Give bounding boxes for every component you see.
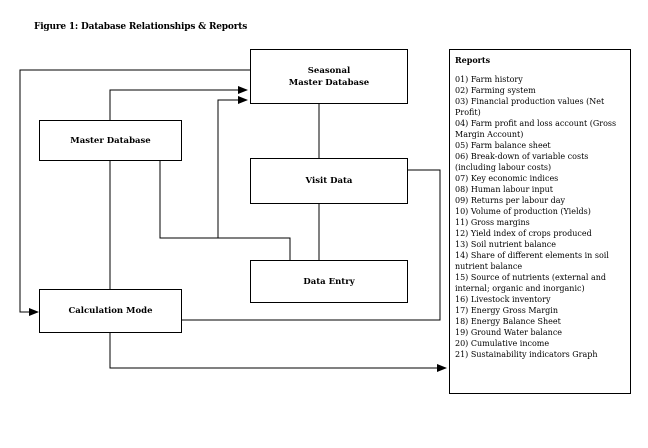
report-item: 11) Gross margins	[455, 218, 530, 227]
report-item: 21) Sustainability indicators Graph	[455, 350, 598, 359]
seasonal-master-database-label: Seasonal Master Database	[288, 65, 370, 88]
report-item: 02) Farming system	[455, 86, 536, 95]
connector-junction-to-seasonal	[217, 96, 248, 238]
connector-seasonal-to-calculation	[19, 69, 250, 316]
report-item: 12) Yield index of crops produced	[455, 229, 592, 238]
report-item: 18) Energy Balance Sheet	[455, 317, 561, 326]
data-entry-label: Data Entry	[303, 276, 355, 287]
report-item: 10) Volume of production (Yields)	[455, 207, 591, 216]
report-item: 03) Financial production values (Net Pro…	[455, 97, 605, 117]
report-item: 06) Break-down of variable costs (includ…	[455, 152, 589, 172]
report-item: 01) Farm history	[455, 75, 523, 84]
master-database-node: Master Database	[39, 120, 182, 161]
report-item: 07) Key economic indices	[455, 174, 559, 183]
connector-visit-to-calculation	[180, 169, 441, 321]
report-item: 15) Source of nutrients (external and in…	[455, 273, 607, 293]
visit-data-label: Visit Data	[305, 176, 353, 186]
report-item: 16) Livestock inventory	[455, 295, 551, 304]
calculation-mode-label: Calculation Mode	[68, 306, 153, 316]
figure-title: Figure 1: Database Relationships & Repor…	[34, 22, 248, 32]
master-database-label: Master Database	[70, 135, 151, 146]
report-item: 20) Cumulative income	[455, 339, 550, 348]
connector-calculation-to-reports	[109, 333, 447, 372]
report-item: 08) Human labour input	[455, 185, 554, 194]
report-item: 17) Energy Gross Margin	[455, 306, 558, 315]
report-item: 09) Returns per labour day	[455, 196, 566, 205]
connector-master-to-dataentry	[159, 161, 291, 260]
visit-data-node: Visit Data	[250, 158, 408, 204]
seasonal-master-database-node: Seasonal Master Database	[250, 49, 408, 104]
report-item: 14) Share of different elements in soil …	[455, 251, 609, 271]
calculation-mode-node: Calculation Mode	[39, 289, 182, 333]
reports-list: 01) Farm history 02) Farming system 03) …	[455, 74, 630, 360]
reports-title: Reports	[455, 55, 491, 65]
reports-panel: Reports 01) Farm history 02) Farming sys…	[449, 49, 631, 394]
data-entry-node: Data Entry	[250, 260, 408, 303]
report-item: 04) Farm profit and loss account (Gross …	[455, 119, 617, 139]
report-item: 05) Farm balance sheet	[455, 141, 551, 150]
report-item: 13) Soil nutrient balance	[455, 240, 556, 249]
report-item: 19) Ground Water balance	[455, 328, 563, 337]
connector-master-to-seasonal	[109, 86, 248, 120]
